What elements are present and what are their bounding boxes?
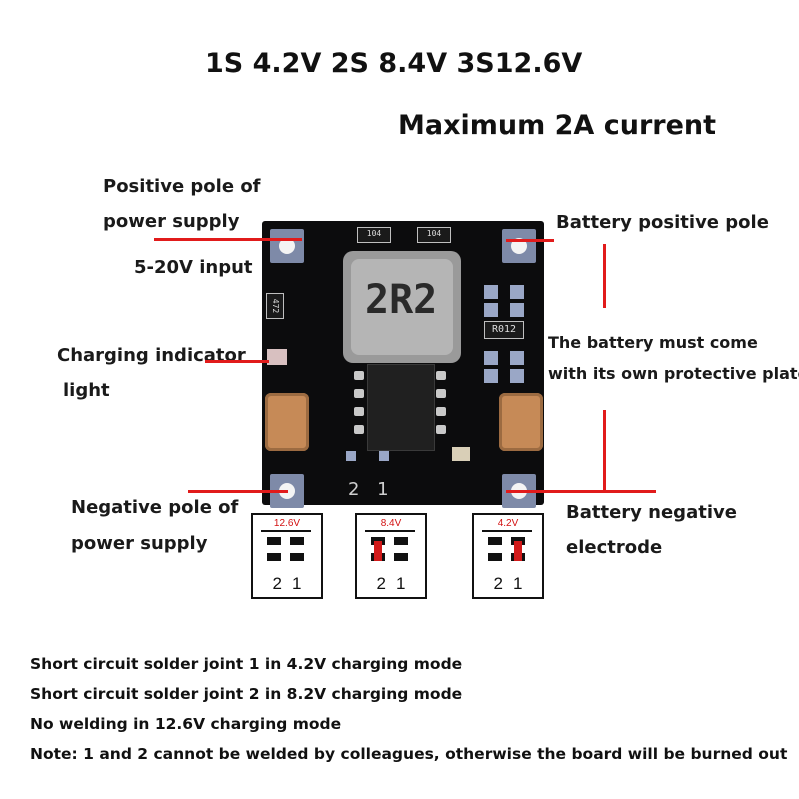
note-line-2: Short circuit solder joint 2 in 8.2V cha… (30, 685, 463, 703)
smd-pad (484, 303, 498, 317)
jumper-bar (365, 530, 415, 532)
pointer-charging-indicator (205, 360, 269, 363)
smd-pad (510, 303, 524, 317)
solder-pad (394, 553, 408, 561)
smd-pad (484, 369, 498, 383)
jumper-diagram-8v4: 8.4V 21 (355, 513, 427, 599)
smd-pad (484, 285, 498, 299)
resistor-label: 104 (366, 229, 382, 238)
ic-pin (354, 425, 364, 434)
page-subtitle: Maximum 2A current (398, 110, 717, 141)
jumper-numbers: 21 (376, 574, 416, 593)
page-title: 1S 4.2V 2S 8.4V 3S12.6V (205, 48, 583, 79)
silkscreen-jumper-numbers: 2 1 (348, 479, 395, 500)
solder-pad (290, 553, 304, 561)
pointer-power-positive (154, 238, 302, 241)
solder-bridge-joint-1 (514, 541, 522, 561)
jumper-diagram-4v2: 4.2V 21 (472, 513, 544, 599)
jumper-numbers: 21 (272, 574, 312, 593)
charger-board: 104 104 472 R012 2R2 2 1 (262, 221, 544, 508)
small-capacitor (452, 447, 470, 461)
resistor-label: 104 (426, 229, 442, 238)
resistor-104-b: 104 (417, 227, 451, 243)
ic-pin (436, 407, 446, 416)
label-charging-indicator-line1: Charging indicator (57, 345, 246, 366)
note-line-4: Note: 1 and 2 cannot be welded by collea… (30, 745, 788, 763)
pointer-segment (178, 238, 181, 240)
note-line-3: No welding in 12.6V charging mode (30, 715, 342, 733)
resistor-472: 472 (266, 293, 284, 319)
pointer-battery-protect-bottom (603, 410, 606, 490)
smd-pad (510, 351, 524, 365)
solder-pad (394, 537, 408, 545)
smd-pad (484, 351, 498, 365)
resistor-r012: R012 (484, 321, 524, 339)
label-battery-protection-line1: The battery must come (548, 333, 758, 352)
ic-pin (354, 371, 364, 380)
jumper-voltage: 4.2V (497, 518, 519, 529)
note-line-1: Short circuit solder joint 1 in 4.2V cha… (30, 655, 463, 673)
solder-pad (290, 537, 304, 545)
jumper-diagram-12v6: 12.6V 21 (251, 513, 323, 599)
pointer-battery-negative (506, 490, 656, 493)
smd-pad (510, 285, 524, 299)
label-battery-negative-line2: electrode (566, 537, 663, 558)
inductor-label: 2R2 (365, 277, 438, 323)
ic-pin (436, 371, 446, 380)
pointer-battery-protect-top (603, 244, 606, 308)
label-battery-protection-line2: with its own protective plate (548, 364, 799, 383)
label-charging-indicator-line2: light (63, 380, 110, 401)
jumper-bar (482, 530, 532, 532)
smd-pad (346, 451, 356, 461)
solder-pad (267, 537, 281, 545)
smd-pad (379, 451, 389, 461)
solder-pad (488, 537, 502, 545)
smd-pad (510, 369, 524, 383)
label-battery-negative-line1: Battery negative (566, 502, 737, 523)
ic-pin (354, 389, 364, 398)
pad-battery-positive (502, 229, 536, 263)
capacitor-right (499, 393, 543, 451)
jumper-numbers: 21 (493, 574, 533, 593)
ic-pin (354, 407, 364, 416)
ic-pin (436, 425, 446, 434)
resistor-label: R012 (491, 324, 517, 335)
label-negative-power-line2: power supply (71, 533, 208, 554)
label-battery-positive: Battery positive pole (556, 212, 769, 233)
jumper-bar (261, 530, 311, 532)
solder-bridge-joint-2 (374, 541, 382, 561)
ic-pin (436, 389, 446, 398)
jumper-voltage: 12.6V (273, 518, 301, 529)
resistor-104-a: 104 (357, 227, 391, 243)
label-input-voltage: 5-20V input (134, 257, 253, 278)
label-positive-power-line2: power supply (103, 211, 240, 232)
charging-led (267, 349, 287, 365)
solder-pad (267, 553, 281, 561)
label-positive-power-line1: Positive pole of (103, 176, 261, 197)
inductor-body (351, 259, 453, 355)
pointer-power-negative (188, 490, 288, 493)
resistor-label: 472 (271, 298, 280, 314)
charger-ic (367, 364, 435, 451)
solder-pad (488, 553, 502, 561)
inductor: 2R2 (343, 251, 461, 363)
pointer-battery-positive (506, 239, 554, 242)
capacitor-left (265, 393, 309, 451)
jumper-voltage: 8.4V (380, 518, 402, 529)
label-negative-power-line1: Negative pole of (71, 497, 239, 518)
pad-power-positive (270, 229, 304, 263)
